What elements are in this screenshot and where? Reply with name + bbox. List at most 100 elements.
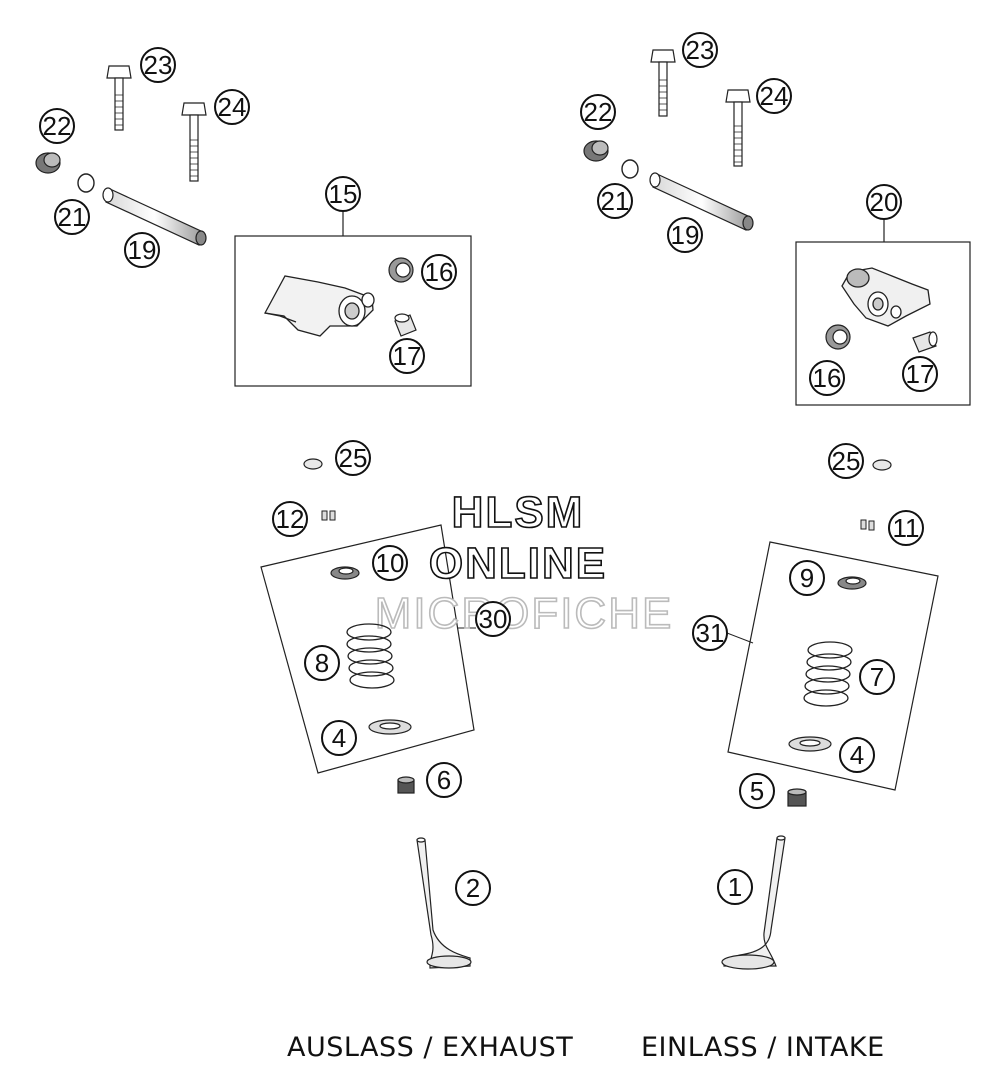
watermark-line1: HLSM [452,488,585,537]
callout-number: 25 [339,443,368,473]
callout-25-intake: 25 [828,443,864,479]
callout-19-exhaust: 19 [124,232,160,268]
callout-number: 19 [128,235,157,265]
callout-number: 6 [437,765,451,795]
spring-seat-4-exhaust [368,719,412,735]
watermark-line3: MICROFICHE [375,589,674,638]
callout-number: 21 [601,186,630,216]
callout-6: 6 [426,762,462,798]
callout-22-intake: 22 [580,94,616,130]
rocker-arm-15 [263,275,375,337]
spring-retainer-10 [330,566,360,580]
callout-17-exhaust: 17 [389,338,425,374]
plug-22-exhaust [35,152,61,174]
callout-number: 24 [218,92,247,122]
callout-11: 11 [888,510,924,546]
callout-number: 31 [696,618,725,648]
callout-number: 5 [750,776,764,806]
valve-keepers-12 [321,510,336,521]
callout-16-exhaust: 16 [421,254,457,290]
bolt-23-intake [650,49,676,117]
callout-30: 30 [475,601,511,637]
o-ring-21-exhaust [77,173,95,193]
callout-number: 2 [466,873,480,903]
callout-15: 15 [325,176,361,212]
callout-8: 8 [304,645,340,681]
valve-spring-box-exhaust [260,524,475,774]
callout-21-intake: 21 [597,183,633,219]
callout-number: 23 [686,35,715,65]
callout-12: 12 [272,501,308,537]
callout-9: 9 [789,560,825,596]
intake-valve-1 [721,835,786,970]
callout-number: 8 [315,648,329,678]
rocker-shaft-19-exhaust [102,187,207,246]
callout-number: 9 [800,563,814,593]
valve-seal-6 [397,776,415,794]
callout-24-exhaust: 24 [214,89,250,125]
callout-number: 4 [332,723,346,753]
callout-number: 16 [813,363,842,393]
callout-number: 10 [376,548,405,578]
valve-keepers-11 [860,519,875,531]
callout-number: 20 [870,187,899,217]
spring-retainer-9 [837,576,867,590]
pin-17-exhaust [394,313,417,337]
callout-number: 15 [329,179,358,209]
callout-2: 2 [455,870,491,906]
bearing-16-intake [825,324,851,350]
callout-23-exhaust: 23 [140,47,176,83]
callout-20: 20 [866,184,902,220]
leader-line [726,632,754,644]
shim-25-intake [872,459,892,471]
callout-number: 19 [671,220,700,250]
valve-spring-box-intake [727,541,939,791]
bolt-24-intake [725,89,751,167]
watermark: HLSM ONLINE MICROFICHE [374,487,674,639]
callout-4-intake: 4 [839,737,875,773]
pin-17-intake [912,331,938,353]
callout-number: 22 [43,111,72,141]
callout-number: 23 [144,50,173,80]
plug-22-intake [583,140,609,162]
callout-22-exhaust: 22 [39,108,75,144]
o-ring-21-intake [621,159,639,179]
rocker-arm-20 [841,267,931,327]
spring-seat-4-intake [788,736,832,752]
valve-spring-8 [346,623,395,689]
callout-24-intake: 24 [756,78,792,114]
callout-16-intake: 16 [809,360,845,396]
callout-1: 1 [717,869,753,905]
callout-number: 25 [832,446,861,476]
watermark-line2: ONLINE [429,539,607,588]
callout-4-exhaust: 4 [321,720,357,756]
callout-number: 1 [728,872,742,902]
callout-number: 4 [850,740,864,770]
valve-spring-7 [803,641,853,707]
callout-number: 21 [58,202,87,232]
callout-5: 5 [739,773,775,809]
callout-23-intake: 23 [682,32,718,68]
bolt-23-exhaust [106,65,132,131]
callout-7: 7 [859,659,895,695]
callout-number: 22 [584,97,613,127]
callout-17-intake: 17 [902,356,938,392]
intake-caption: EINLASS / INTAKE [641,1032,885,1063]
callout-19-intake: 19 [667,217,703,253]
rocker-shaft-19-intake [649,172,754,231]
callout-10: 10 [372,545,408,581]
callout-21-exhaust: 21 [54,199,90,235]
bearing-16-exhaust [388,257,414,283]
bolt-24-exhaust [181,102,207,182]
valve-seal-5 [787,788,807,807]
shim-25-exhaust [303,458,323,470]
callout-number: 30 [479,604,508,634]
callout-number: 24 [760,81,789,111]
rocker-arm-box-exhaust [234,235,472,387]
callout-number: 7 [870,662,884,692]
callout-number: 12 [276,504,305,534]
callout-number: 11 [893,513,920,543]
callout-number: 17 [393,341,422,371]
callout-number: 16 [425,257,454,287]
